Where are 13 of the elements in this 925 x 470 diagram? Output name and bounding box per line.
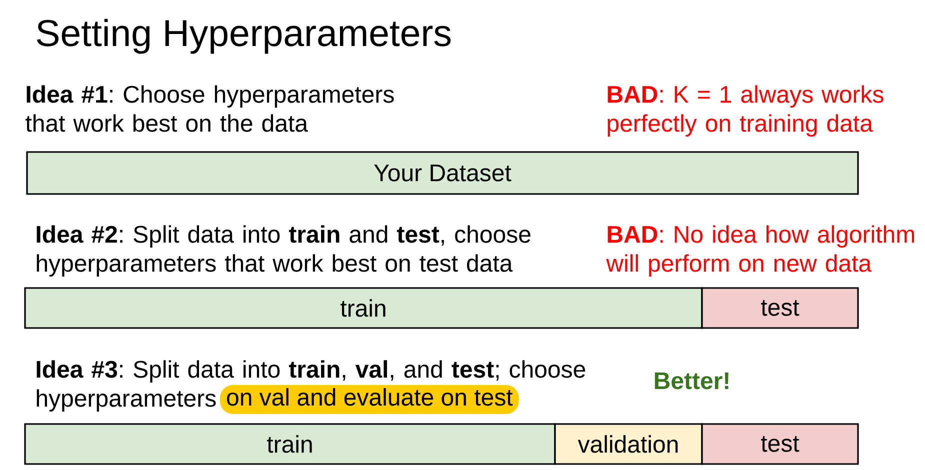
body-text: Idea #3: Split data into train, val, and test; choose [36, 360, 586, 383]
bar-segment: test [701, 423, 859, 465]
bar-segment: train [24, 423, 556, 465]
title: Setting Hyperparameters [36, 18, 451, 54]
bar-segment: train [24, 287, 703, 329]
body-text: hyperparameters [36, 389, 216, 412]
bar-segment: test [701, 287, 859, 329]
warning-text: BAD: No idea how algorithm will perform on new data [606, 225, 914, 277]
data-bar: Your Dataset [26, 151, 859, 195]
bar-segment: validation [554, 423, 703, 465]
verdict-text: Better! [654, 372, 728, 390]
body-text: Idea #2: Split data into train and test, choose hyperparameters that work best on test data [36, 225, 530, 277]
highlighted-text: on val and evaluate on test [220, 385, 519, 414]
